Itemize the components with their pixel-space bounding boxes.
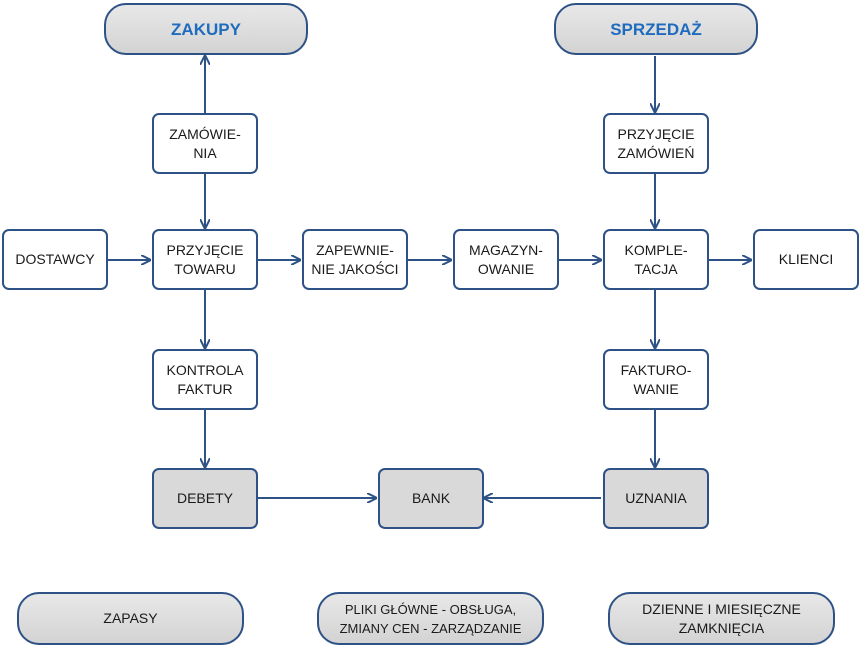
node-kompletacja-label: KOMPLE- TACJA bbox=[624, 241, 688, 277]
node-kontrola-faktur-label: KONTROLA FAKTUR bbox=[166, 361, 244, 397]
node-dostawcy-label: DOSTAWCY bbox=[15, 251, 95, 267]
node-przyjecie-towaru-label: PRZYJĘCIE TOWARU bbox=[166, 241, 244, 277]
node-bank-label: BANK bbox=[411, 490, 451, 506]
node-przyjecie-zamowien-label: PRZYJĘCIE ZAMÓWIEŃ bbox=[617, 125, 695, 161]
footer-zamkniecia: DZIENNE I MIESIĘCZNE ZAMKNIĘCIA bbox=[608, 592, 835, 645]
node-zapewnienie-jakosci: ZAPEWNIE- NIE JAKOŚCI bbox=[302, 229, 408, 290]
node-dostawcy: DOSTAWCY bbox=[2, 229, 108, 290]
node-uznania: UZNANIA bbox=[603, 468, 709, 529]
node-magazynowanie-label: MAGAZYN- OWANIE bbox=[469, 241, 543, 277]
node-bank: BANK bbox=[378, 468, 484, 529]
node-kompletacja: KOMPLE- TACJA bbox=[603, 229, 709, 290]
node-klienci: KLIENCI bbox=[753, 229, 859, 290]
node-magazynowanie: MAGAZYN- OWANIE bbox=[453, 229, 559, 290]
footer-zamkniecia-label: DZIENNE I MIESIĘCZNE ZAMKNIĘCIA bbox=[642, 600, 801, 636]
header-sprzedaz-label: SPRZEDAŻ bbox=[610, 19, 702, 39]
node-kontrola-faktur: KONTROLA FAKTUR bbox=[152, 349, 258, 410]
node-uznania-label: UZNANIA bbox=[625, 490, 687, 506]
node-przyjecie-zamowien: PRZYJĘCIE ZAMÓWIEŃ bbox=[603, 113, 709, 174]
node-zapewnienie-jakosci-label: ZAPEWNIE- NIE JAKOŚCI bbox=[311, 241, 399, 277]
node-fakturowanie-label: FAKTURO- WANIE bbox=[620, 361, 692, 397]
node-debety-label: DEBETY bbox=[176, 490, 233, 506]
footer-zapasy: ZAPASY bbox=[17, 592, 244, 645]
header-zakupy: ZAKUPY bbox=[104, 3, 308, 55]
footer-pliki-glowne: PLIKI GŁÓWNE - OBSŁUGA, ZMIANY CEN - ZAR… bbox=[317, 592, 544, 645]
footer-pliki-glowne-label: PLIKI GŁÓWNE - OBSŁUGA, ZMIANY CEN - ZAR… bbox=[339, 601, 522, 636]
header-zakupy-label: ZAKUPY bbox=[171, 19, 241, 39]
node-zamowienia: ZAMÓWIE- NIA bbox=[152, 113, 258, 174]
node-przyjecie-towaru: PRZYJĘCIE TOWARU bbox=[152, 229, 258, 290]
node-zamowienia-label: ZAMÓWIE- NIA bbox=[169, 125, 241, 161]
node-debety: DEBETY bbox=[152, 468, 258, 529]
node-klienci-label: KLIENCI bbox=[778, 251, 834, 267]
header-sprzedaz: SPRZEDAŻ bbox=[554, 3, 758, 55]
node-fakturowanie: FAKTURO- WANIE bbox=[603, 349, 709, 410]
footer-zapasy-label: ZAPASY bbox=[103, 610, 158, 626]
